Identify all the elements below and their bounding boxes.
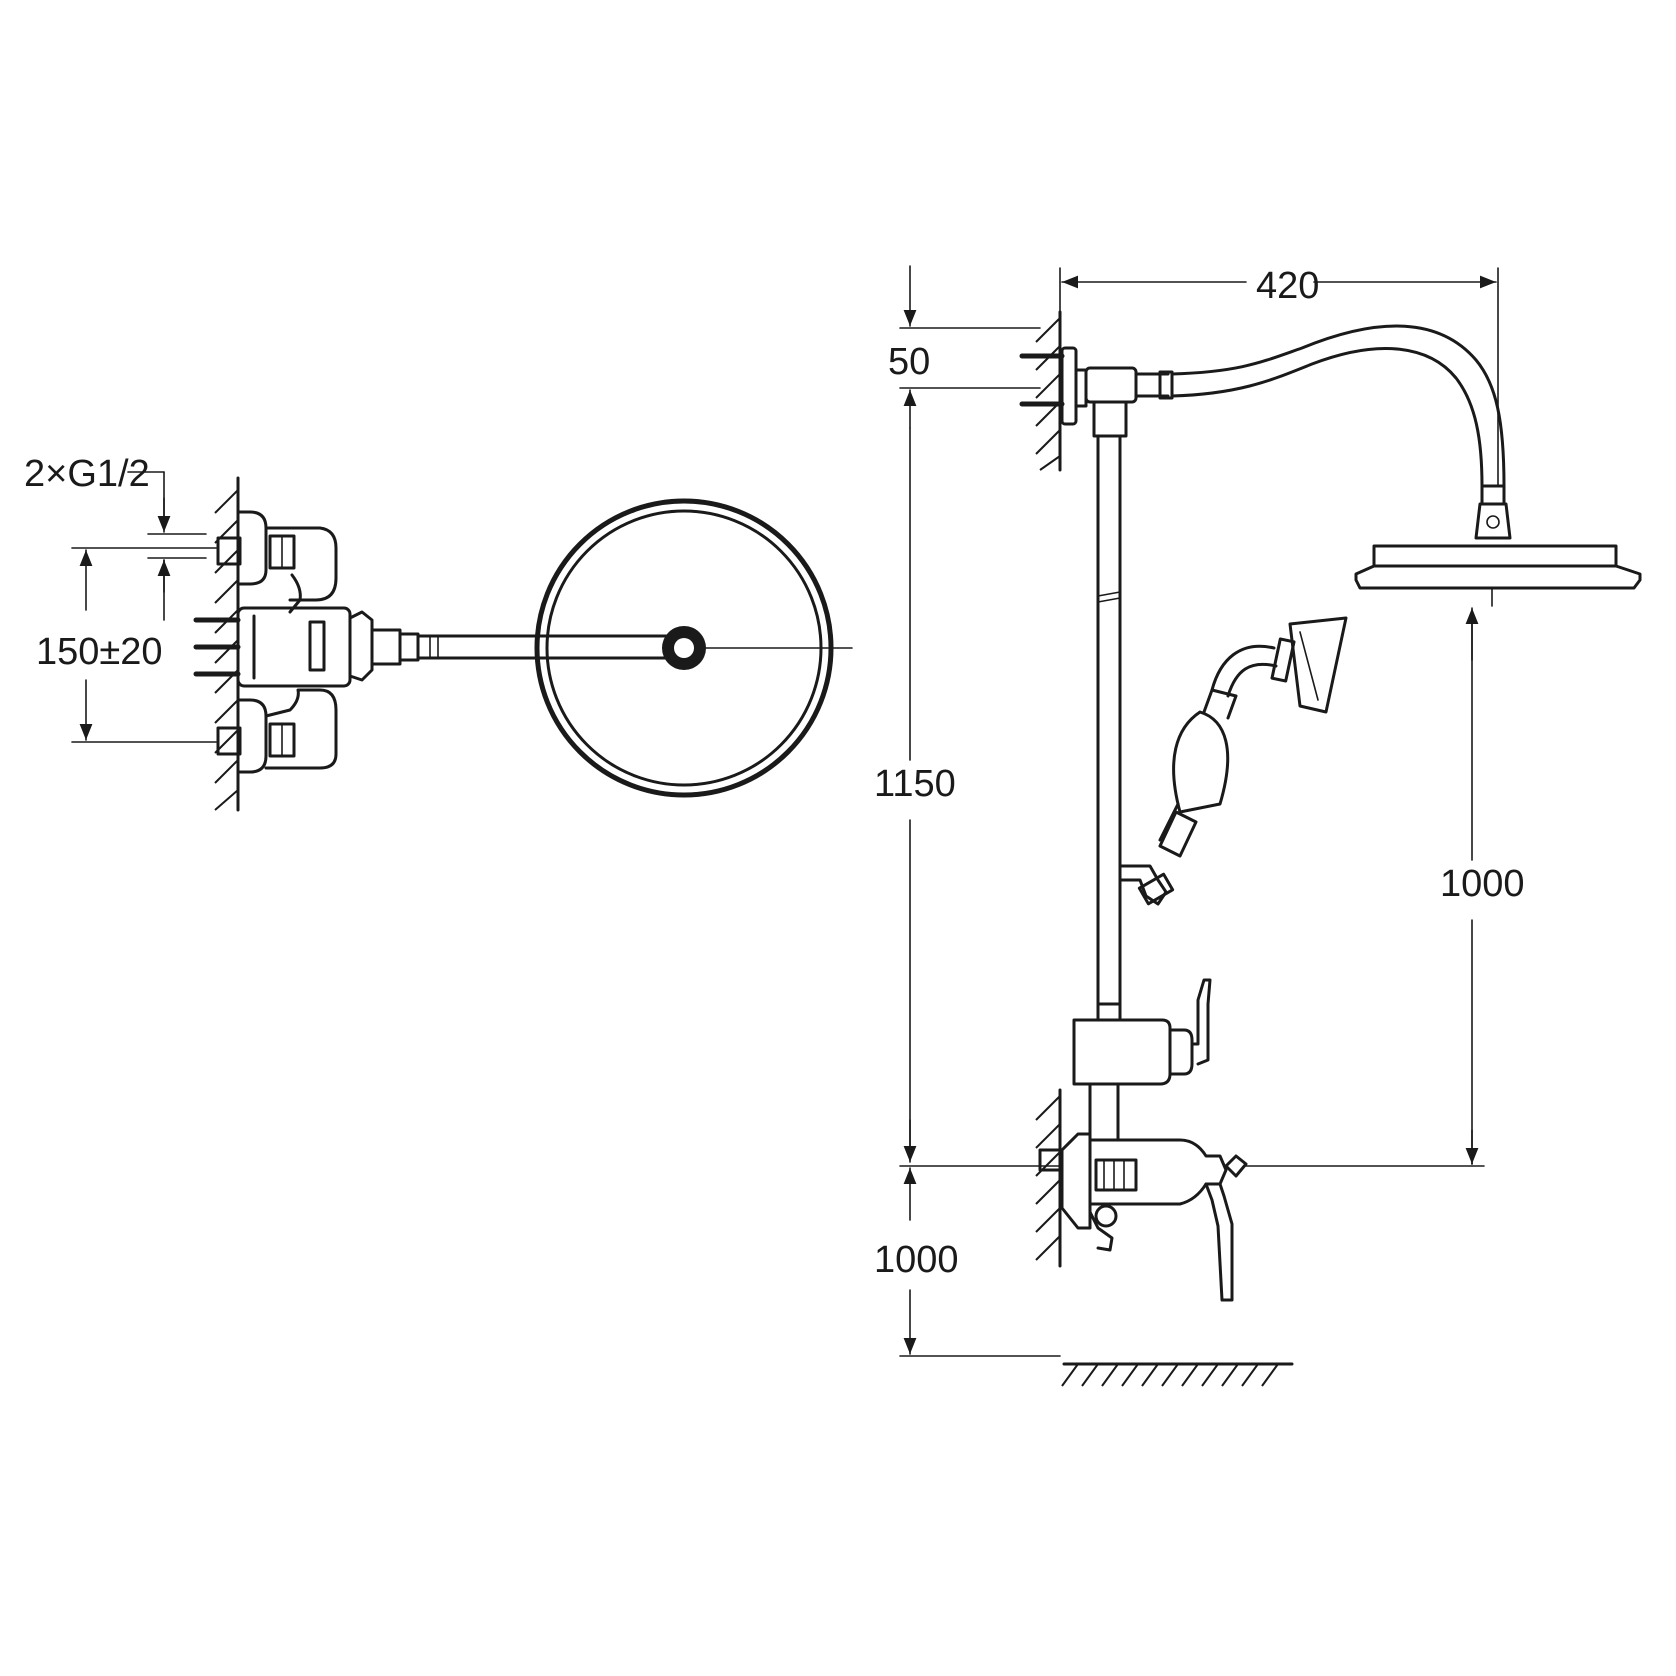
valve-height-dimension: 1000 [874, 1167, 1061, 1357]
shower-head-side-view [1354, 544, 1642, 607]
thread-dimension: 2×G1/2 [24, 453, 207, 621]
width-label: 420 [1256, 265, 1319, 307]
diverter [1072, 978, 1212, 1142]
riser-height-label: 1150 [874, 763, 956, 805]
side-view: 420 50 1150 1000 [874, 265, 1642, 1387]
gooseneck-arm [1170, 324, 1512, 540]
shower-head-top-view [534, 498, 853, 798]
wall-hatch-upper [1035, 310, 1062, 472]
width-dimension: 420 [1059, 265, 1499, 487]
floor-hatch [1061, 1362, 1294, 1387]
thread-label: 2×G1/2 [24, 453, 150, 495]
wall-hatch-lower [1035, 1088, 1062, 1268]
lower-inlet-connector [216, 688, 338, 774]
mixer-valve [1038, 1132, 1248, 1302]
wall-offset-label: 50 [888, 341, 930, 383]
top-view: 2×G1/2 150±20 [24, 453, 853, 812]
upper-inlet-connector [216, 510, 338, 614]
head-clearance-label: 1000 [1440, 863, 1525, 905]
hand-shower [1118, 616, 1348, 906]
riser-height-dimension: 1150 [874, 427, 1061, 1167]
wall-hatch-top-view [214, 476, 240, 812]
valve-height-label: 1000 [874, 1239, 959, 1281]
head-clearance-dimension: 1000 [1243, 607, 1525, 1167]
shower-arm-top-view [416, 634, 692, 660]
spacing-dimension: 150±20 [36, 547, 217, 743]
wall-offset-dimension: 50 [888, 265, 1041, 429]
spacing-label: 150±20 [36, 631, 163, 673]
riser-pipe [1096, 434, 1122, 1006]
valve-body-top-view [193, 606, 420, 688]
top-wall-bracket [1019, 346, 1174, 438]
